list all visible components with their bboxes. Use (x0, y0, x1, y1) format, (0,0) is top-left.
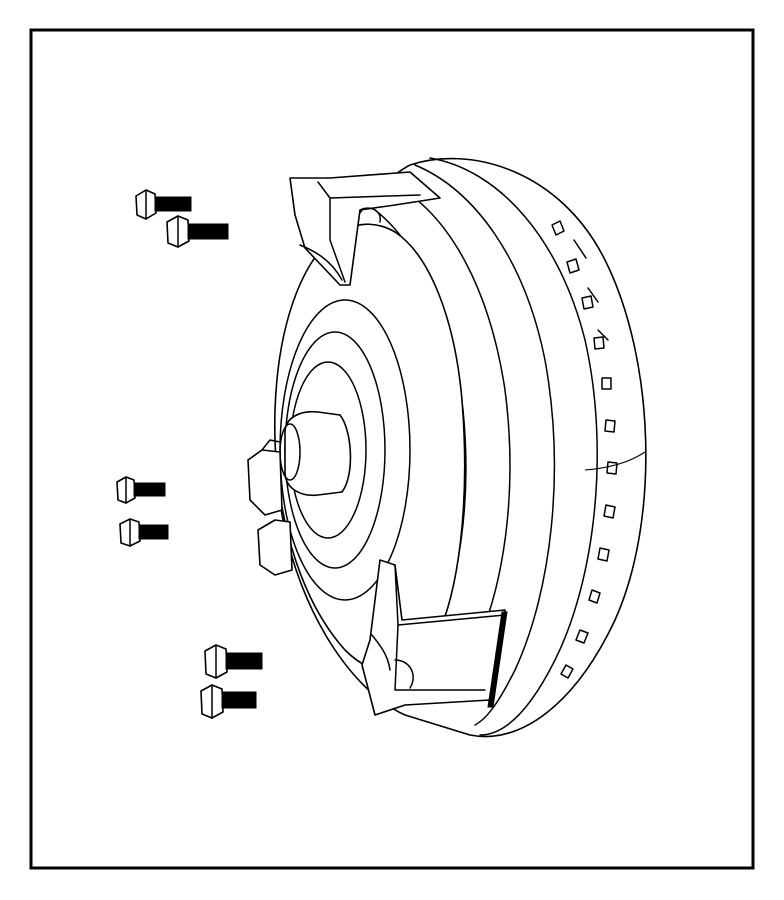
shell-band-2 (414, 164, 556, 726)
bolt-icon (204, 644, 263, 679)
torque-converter (247, 157, 647, 738)
ring-gear-teeth (551, 220, 618, 679)
shell-band-1 (429, 157, 598, 736)
bolt-set (116, 189, 263, 719)
shell-seam (584, 451, 646, 471)
mounting-lug-bottom (361, 559, 508, 716)
bolt-icon (119, 518, 169, 547)
bolt-icon (135, 189, 192, 220)
mounting-lug-left (247, 439, 293, 576)
mounting-lug-top (289, 171, 441, 286)
shell-band-3 (394, 184, 511, 661)
bolt-icon (166, 215, 229, 248)
bolt-icon (200, 684, 257, 719)
bolt-icon (116, 476, 166, 504)
pilot-hub (284, 410, 352, 497)
